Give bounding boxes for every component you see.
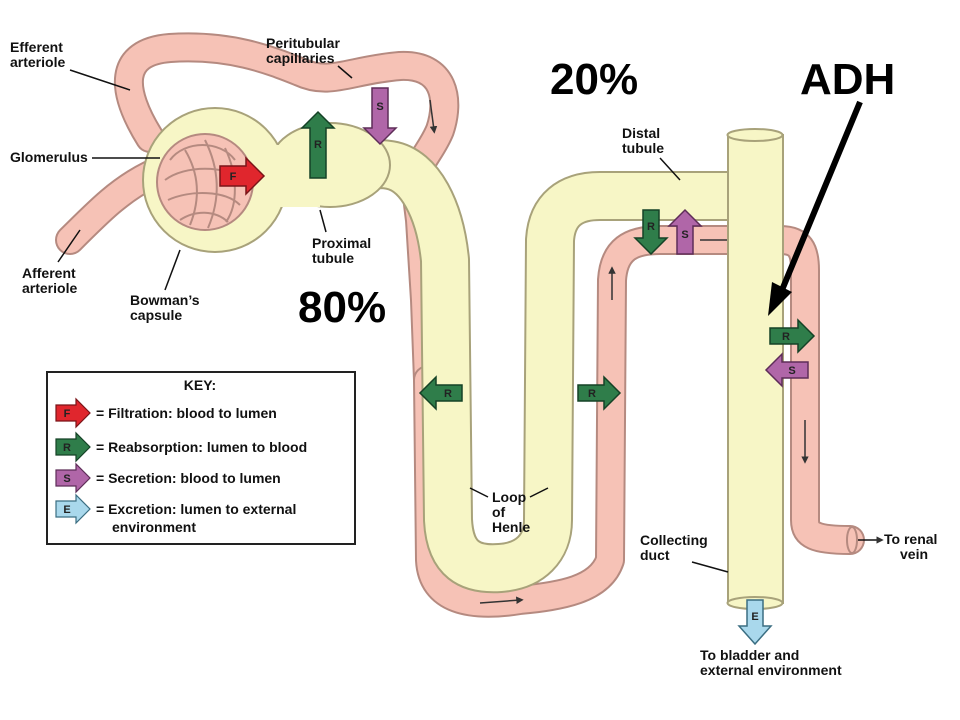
- reabsorption-arrow-descending: R: [418, 375, 463, 411]
- annotation-adh: ADH: [800, 55, 895, 104]
- svg-text:= Reabsorption: lumen to blood: = Reabsorption: lumen to blood: [96, 439, 307, 455]
- filtration-arrow: F: [219, 156, 266, 196]
- label-glomerulus: Glomerulus: [10, 149, 88, 165]
- blood-vessels: [55, 32, 865, 618]
- svg-text:= Filtration: blood to lumen: = Filtration: blood to lumen: [96, 405, 277, 421]
- annotation-20-percent: 20%: [550, 55, 638, 104]
- reabsorption-arrow-distal: R: [633, 209, 669, 256]
- svg-text:R: R: [588, 388, 596, 400]
- secretion-arrow-collecting: S: [764, 352, 809, 388]
- key-item-secretion: S = Secretion: blood to lumen: [55, 462, 281, 494]
- key-box: KEY: F = Filtration: blood to lumen R = …: [46, 371, 356, 545]
- reabsorption-arrow-proximal: R: [300, 110, 336, 179]
- svg-text:R: R: [314, 139, 322, 151]
- svg-text:environment: environment: [112, 519, 196, 535]
- reabsorption-arrow-ascending: R: [577, 375, 622, 411]
- svg-text:S: S: [681, 229, 688, 241]
- svg-text:R: R: [782, 331, 790, 343]
- process-arrows: F R S R R R S: [219, 87, 816, 646]
- secretion-arrow-distal: S: [667, 208, 703, 255]
- svg-text:F: F: [64, 408, 71, 420]
- secretion-arrow-proximal: S: [362, 87, 398, 146]
- annotations: 80% 20% ADH: [298, 55, 895, 332]
- svg-text:= Excretion: lumen to external: = Excretion: lumen to external: [96, 501, 296, 517]
- svg-text:R: R: [63, 442, 71, 454]
- key-item-reabsorption: R = Reabsorption: lumen to blood: [55, 431, 307, 463]
- svg-text:S: S: [376, 101, 383, 113]
- annotation-80-percent: 80%: [298, 283, 386, 332]
- svg-text:E: E: [751, 611, 758, 623]
- svg-text:= Secretion: blood to lumen: = Secretion: blood to lumen: [96, 470, 281, 486]
- nephron-tubule: [142, 107, 784, 610]
- reabsorption-arrow-collecting: R: [769, 318, 816, 354]
- svg-text:R: R: [444, 388, 452, 400]
- svg-text:E: E: [63, 504, 70, 516]
- svg-text:S: S: [63, 473, 70, 485]
- glomerulus: [156, 133, 254, 231]
- key-item-excretion: E = Excretion: lumen to external environ…: [55, 493, 296, 535]
- svg-text:F: F: [230, 171, 237, 183]
- adh-arrow: [768, 100, 863, 316]
- key-title: KEY:: [184, 377, 216, 393]
- svg-text:S: S: [788, 365, 795, 377]
- key-item-filtration: F = Filtration: blood to lumen: [55, 397, 277, 429]
- renal-vein-opening: [846, 526, 858, 554]
- svg-text:R: R: [647, 221, 655, 233]
- excretion-arrow: E: [737, 599, 773, 646]
